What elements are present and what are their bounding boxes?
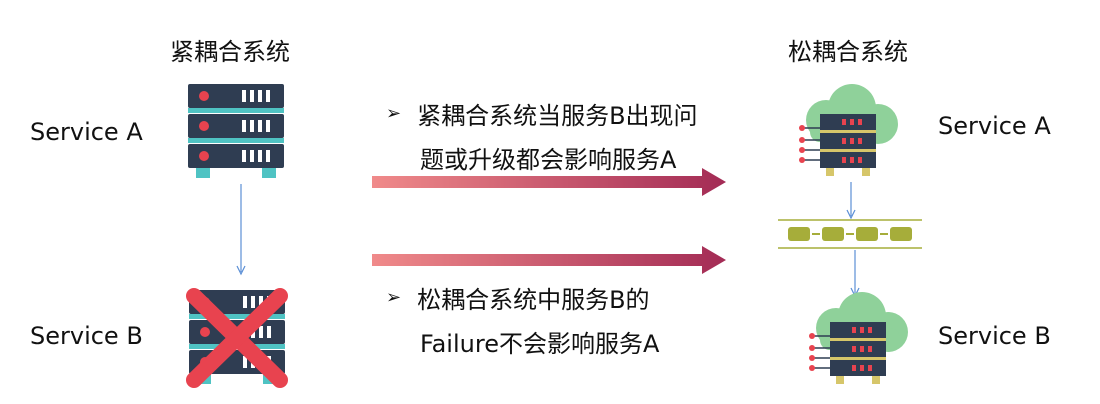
bullet-arrow-icon: ➢ bbox=[386, 287, 402, 308]
red-x-icon bbox=[186, 288, 288, 388]
tight-coupling-note: ➢ 紧耦合系统当服务B出现问 bbox=[386, 96, 698, 131]
server-unit bbox=[188, 84, 284, 113]
failed-server-icon bbox=[186, 288, 288, 388]
tight-note-line2: 题或升级都会影响服务A bbox=[420, 146, 677, 174]
bullet-arrow-icon: ➢ bbox=[386, 103, 402, 124]
loose-coupling-note: ➢ 松耦合系统中服务B的 bbox=[386, 280, 650, 315]
left-connector-arrow bbox=[236, 184, 246, 276]
loose-coupling-arrow bbox=[372, 246, 726, 274]
loose-note-line1: 松耦合系统中服务B的 bbox=[417, 286, 650, 314]
server-rack-icon bbox=[188, 84, 284, 178]
loose-note-line2: Failure不会影响服务A bbox=[420, 330, 660, 358]
tight-note-line1: 紧耦合系统当服务B出现问 bbox=[417, 102, 698, 130]
loose-coupling-title: 松耦合系统 bbox=[788, 38, 908, 66]
right-service-b-label: Service B bbox=[938, 322, 1051, 350]
connector-a-to-queue bbox=[846, 182, 856, 220]
tight-coupling-title: 紧耦合系统 bbox=[170, 38, 290, 66]
left-service-a-label: Service A bbox=[30, 118, 143, 146]
left-service-b-label: Service B bbox=[30, 322, 143, 350]
connector-queue-to-b bbox=[850, 250, 860, 298]
tight-coupling-arrow bbox=[372, 168, 726, 196]
right-service-a-label: Service A bbox=[938, 112, 1051, 140]
cloud-server-icon bbox=[809, 292, 908, 384]
message-queue-icon bbox=[778, 219, 922, 249]
cloud-server-icon bbox=[799, 84, 898, 176]
